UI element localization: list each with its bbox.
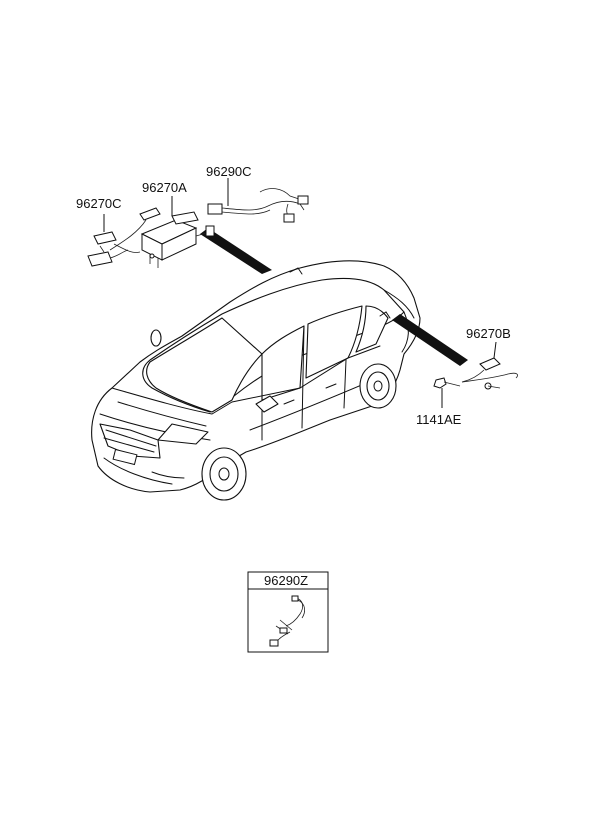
label-96290z: 96290Z [264,573,308,588]
label-1141ae: 1141AE [416,412,462,427]
part-96270a-drawing [140,211,215,268]
inset-96290z: 96290Z [247,571,329,653]
roof-connector-band [200,228,272,274]
part-96290c-drawing [207,188,309,223]
label-96290c: 96290C [206,164,252,179]
leader-96270b [493,341,497,359]
label-96270b: 96270B [466,326,511,341]
label-96270c: 96270C [76,196,122,211]
car-illustration [91,260,421,501]
label-96270a: 96270A [142,180,187,195]
part-96270c-drawing [87,207,161,267]
part-1141ae-drawing [433,377,461,389]
inset-frame [247,571,329,653]
rear-connector-band [392,314,468,366]
part-96270b-drawing [461,357,518,390]
